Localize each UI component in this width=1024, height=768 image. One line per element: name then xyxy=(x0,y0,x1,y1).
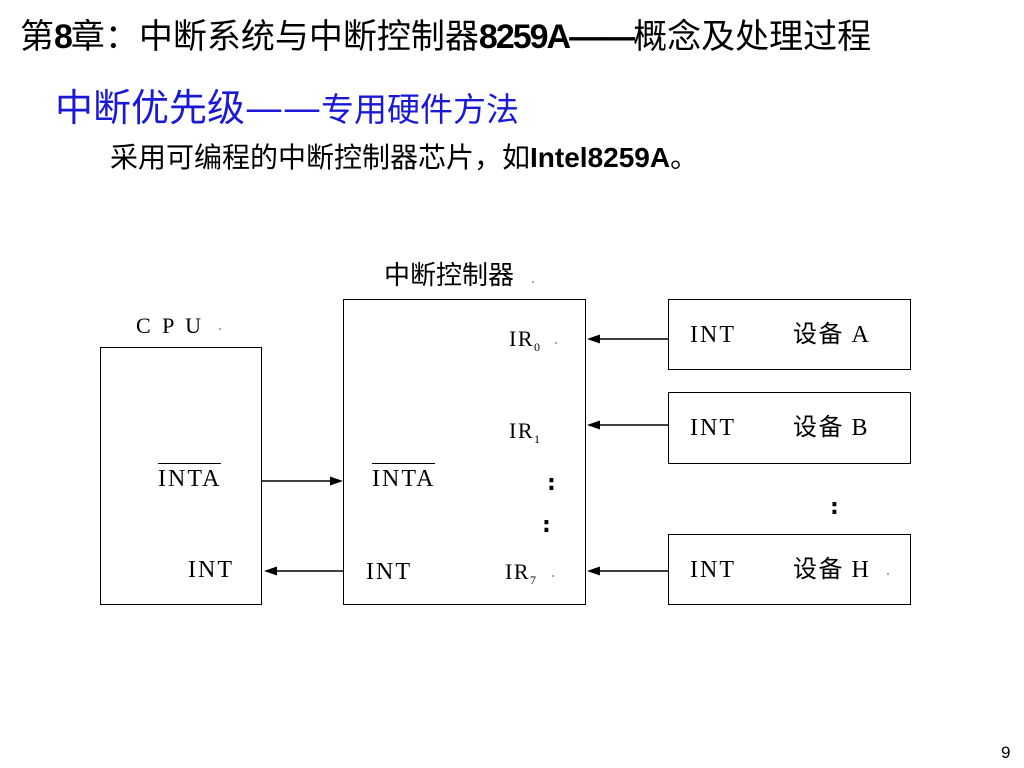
controller-inta-signal: INTA xyxy=(372,463,436,491)
controller-ir1-input: IR1 xyxy=(509,418,540,446)
device-b-name: 设备 B xyxy=(793,415,870,441)
ir-index: 1 xyxy=(534,432,540,446)
wire-cpu-inta-to-controller xyxy=(262,476,343,486)
device-a-int-signal: INT xyxy=(690,322,736,348)
subtitle-detail: 专用硬件方法 xyxy=(321,90,520,129)
wire-device-a-to-ir0 xyxy=(587,334,668,344)
ir-index: 7 xyxy=(530,573,536,587)
ir-name: IR xyxy=(505,559,530,584)
wire-device-h-to-ir7 xyxy=(587,566,668,576)
stray-mark xyxy=(532,281,534,283)
controller-ir0-input: IR0 xyxy=(509,326,540,354)
title-part-2: 章：中断系统与中断控制器 xyxy=(70,17,479,57)
ir-name: IR xyxy=(509,418,534,443)
body-text: 采用可编程的中断控制器芯片，如Intel8259A。 xyxy=(110,144,698,172)
stray-mark xyxy=(219,328,221,330)
wire-device-h-arrowhead xyxy=(587,566,600,576)
device-ellipsis: : xyxy=(830,495,839,520)
cpu-inta-signal: INTA xyxy=(158,463,222,491)
ir-index: 0 xyxy=(534,340,540,354)
page-number: 9 xyxy=(1001,743,1011,762)
body-chip-name: Intel8259A xyxy=(530,142,671,173)
ir-name: IR xyxy=(509,326,534,351)
cpu-box xyxy=(100,347,262,605)
controller-int-signal: INT xyxy=(366,559,412,585)
stray-mark xyxy=(887,573,889,575)
device-h-name: 设备 H xyxy=(793,557,871,583)
device-a-name: 设备 A xyxy=(793,322,871,348)
wire-device-b-arrowhead xyxy=(587,420,600,430)
cpu-int-signal: INT xyxy=(188,557,234,583)
controller-label: 中断控制器 xyxy=(384,261,515,291)
subtitle-main: 中断优先级—— xyxy=(55,86,322,130)
device-h-box xyxy=(668,534,911,605)
device-h-int-signal: INT xyxy=(690,557,736,583)
device-b-int-signal: INT xyxy=(690,415,736,441)
stray-mark xyxy=(552,575,554,577)
wire-device-b-to-ir1 xyxy=(587,420,668,430)
body-end: 。 xyxy=(670,141,699,174)
body-lead: 采用可编程的中断控制器芯片，如 xyxy=(110,141,531,174)
device-b-box xyxy=(668,392,911,464)
slide-subtitle: 中断优先级——专用硬件方法 xyxy=(55,89,519,127)
controller-ellipsis-1: : xyxy=(547,471,556,496)
title-part-1: 第 xyxy=(20,17,54,57)
controller-ir7-input: IR7 xyxy=(505,559,536,587)
wire-controller-int-to-cpu xyxy=(264,566,343,576)
title-chapter-number: 8 xyxy=(54,18,73,56)
slide-title: 第8章：中断系统与中断控制器8259A——概念及处理过程 xyxy=(20,20,871,54)
device-a-box xyxy=(668,299,911,370)
title-part-3: 概念及处理过程 xyxy=(633,17,872,57)
stray-mark xyxy=(555,342,557,344)
wire-inta-arrowhead xyxy=(330,476,343,486)
controller-ellipsis-2: : xyxy=(542,513,551,538)
wire-int-arrowhead xyxy=(264,566,277,576)
controller-box xyxy=(343,299,586,605)
wire-device-a-arrowhead xyxy=(587,334,600,344)
title-chip-name: 8259A—— xyxy=(478,18,635,56)
cpu-label: C P U xyxy=(136,313,204,338)
